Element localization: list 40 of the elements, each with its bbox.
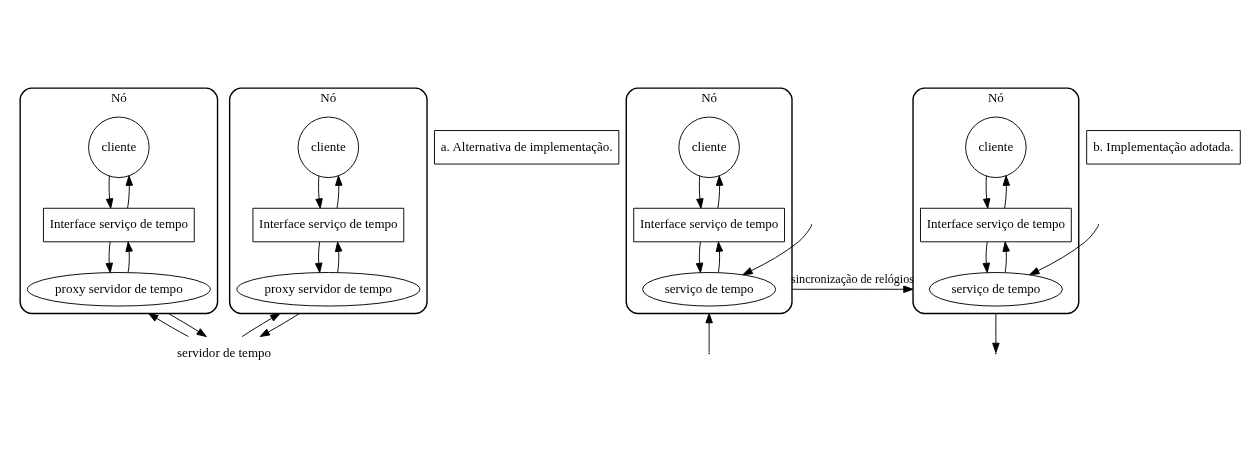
node-box: Interface serviço de tempo: [920, 207, 1072, 243]
arrow: [105, 175, 114, 209]
arrow: [105, 241, 113, 273]
node-circle: cliente: [678, 116, 740, 178]
arrow: [167, 313, 207, 338]
arrow: [715, 241, 724, 273]
arrow: [982, 241, 990, 273]
arrow: [1029, 225, 1099, 276]
arrow: [1002, 175, 1011, 209]
arrow: [705, 313, 713, 353]
arrow: [992, 313, 1000, 353]
arrow: [315, 175, 323, 209]
arrow: [315, 241, 323, 273]
node-circle: cliente: [88, 116, 150, 178]
arrow: [695, 241, 704, 273]
node-box: b. Implementação adotada.: [1086, 130, 1241, 165]
arrow: [259, 313, 301, 337]
arrow: [696, 175, 704, 209]
arrow: [335, 175, 343, 209]
node-text: servidor de tempo: [177, 344, 272, 360]
node-ellipse: serviço de tempo: [642, 272, 777, 307]
node-box: Interface serviço de tempo: [42, 207, 195, 243]
arrow: [125, 175, 134, 209]
arrow: [742, 225, 812, 276]
arrow: [791, 285, 914, 293]
node-box: Interface serviço de tempo: [252, 207, 405, 243]
node-ellipse: proxy servidor de tempo: [236, 272, 421, 307]
node-circle: cliente: [297, 116, 360, 178]
node-ellipse: serviço de tempo: [928, 272, 1063, 307]
arrow: [982, 175, 991, 209]
node-box: a. Alternativa de implementação.: [434, 130, 620, 165]
node-ellipse: proxy servidor de tempo: [26, 272, 211, 307]
arrow: [334, 241, 343, 273]
node-circle: cliente: [965, 116, 1027, 178]
arrow: [148, 313, 189, 337]
arrow: [125, 241, 133, 273]
arrow: [241, 313, 281, 338]
arrow: [715, 175, 724, 209]
arrow: [1002, 241, 1010, 273]
node-box: Interface serviço de tempo: [633, 207, 785, 243]
